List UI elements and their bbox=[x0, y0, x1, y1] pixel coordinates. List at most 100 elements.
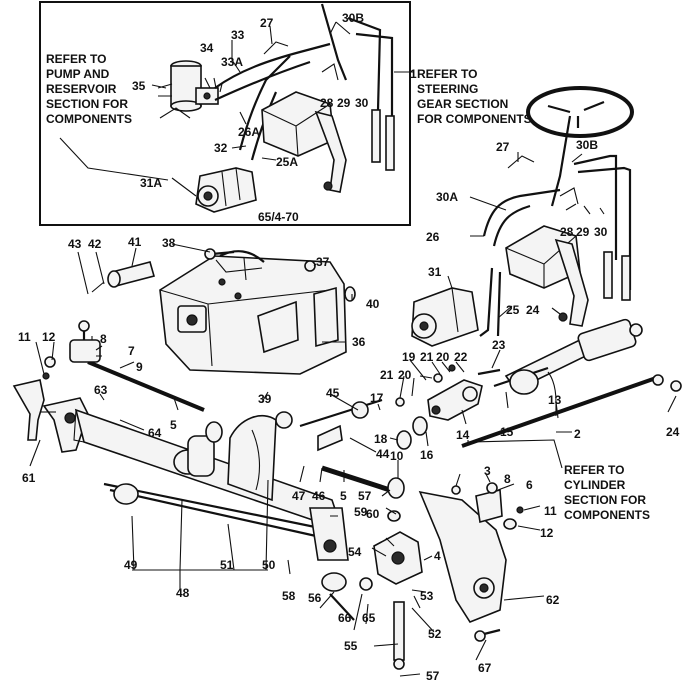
callout-15: 15 bbox=[500, 425, 514, 439]
inset-steering-gear bbox=[261, 91, 347, 193]
inset-bracket-28 bbox=[321, 63, 339, 81]
inset-note-gear-line-2: STEERING bbox=[417, 82, 478, 96]
callout-44: 44 bbox=[376, 447, 390, 461]
callout-36: 36 bbox=[352, 335, 366, 349]
callout-7: 7 bbox=[128, 344, 135, 358]
steering-arm-14 bbox=[427, 364, 501, 421]
rod-30-left bbox=[603, 251, 613, 299]
nut-21-lower bbox=[395, 397, 405, 407]
callout-30-inset: 30 bbox=[355, 96, 369, 110]
callout-25A: 25A bbox=[276, 155, 298, 169]
bushing-49 bbox=[113, 483, 139, 505]
pin-44-46 bbox=[275, 398, 391, 493]
callout-47: 47 bbox=[292, 489, 306, 503]
callout-64: 64 bbox=[148, 426, 162, 440]
callout-23: 23 bbox=[492, 338, 506, 352]
callout-33A: 33A bbox=[221, 55, 243, 69]
inset-note-gear-line-3: GEAR SECTION bbox=[417, 97, 508, 111]
callout-32: 32 bbox=[214, 141, 228, 155]
callout-53: 53 bbox=[420, 589, 434, 603]
steering-column bbox=[550, 115, 572, 207]
inset-bracket-27 bbox=[263, 41, 289, 55]
callout-25: 25 bbox=[506, 303, 520, 317]
cotter-20 bbox=[448, 364, 456, 372]
bushing-10 bbox=[387, 477, 405, 499]
callout-17: 17 bbox=[370, 391, 384, 405]
front-axle-48 bbox=[73, 408, 344, 538]
inset-steering-line-1 bbox=[347, 16, 382, 111]
callout-41: 41 bbox=[128, 235, 142, 249]
callout-19: 19 bbox=[402, 350, 416, 364]
inset-notes: REFER TO PUMP AND RESERVOIR SECTION FOR … bbox=[46, 52, 532, 224]
note-cylinder-line-3: SECTION FOR bbox=[564, 493, 646, 507]
callout-63: 63 bbox=[94, 383, 108, 397]
callout-leaders bbox=[29, 243, 677, 677]
washer-45 bbox=[351, 401, 369, 419]
callout-46: 46 bbox=[312, 489, 326, 503]
callout-27-inset: 27 bbox=[260, 16, 274, 30]
callout-34: 34 bbox=[200, 41, 214, 55]
callout-30: 30 bbox=[594, 225, 608, 239]
callout-65: 65 bbox=[362, 611, 376, 625]
callout-12-right: 12 bbox=[540, 526, 554, 540]
inset-note-gear-marker: 1 bbox=[410, 67, 417, 81]
inset-tube-26a bbox=[238, 55, 291, 151]
seal-56 bbox=[321, 572, 347, 592]
pitman-arm bbox=[554, 238, 589, 327]
callout-57-upper: 57 bbox=[358, 489, 372, 503]
callout-49: 49 bbox=[124, 558, 138, 572]
steering-leaders bbox=[447, 152, 605, 319]
power-cylinder-13 bbox=[493, 318, 643, 416]
inset-model-code: 65/4-70 bbox=[258, 210, 299, 224]
callout-33: 33 bbox=[231, 28, 245, 42]
washer-40 bbox=[344, 286, 356, 302]
callout-5-mid: 5 bbox=[340, 489, 347, 503]
callout-31: 31 bbox=[428, 265, 442, 279]
callout-2: 2 bbox=[574, 427, 581, 441]
inset-pump-31a bbox=[195, 167, 257, 213]
callout-31A: 31A bbox=[140, 176, 162, 190]
callout-52: 52 bbox=[428, 627, 442, 641]
bracket-28 bbox=[559, 187, 579, 205]
inset-panel bbox=[39, 1, 414, 226]
callout-39: 39 bbox=[258, 392, 272, 406]
callout-20-lower: 20 bbox=[398, 368, 412, 382]
tie-rod-2 bbox=[461, 376, 657, 448]
callout-56: 56 bbox=[308, 591, 322, 605]
inset-note-gear-line-1: REFER TO bbox=[417, 67, 477, 81]
inset-note-pump-line-3: RESERVOIR bbox=[46, 82, 117, 96]
steering-lines bbox=[573, 154, 632, 290]
callout-62: 62 bbox=[546, 593, 560, 607]
note-cylinder-line-4: COMPONENTS bbox=[564, 508, 650, 522]
tie-rod-9 bbox=[87, 360, 205, 412]
callout-30A: 30A bbox=[436, 190, 458, 204]
nut-12-right bbox=[503, 518, 517, 530]
callout-54: 54 bbox=[348, 545, 362, 559]
callout-42: 42 bbox=[88, 237, 102, 251]
inset-pump-reservoir bbox=[157, 60, 219, 119]
note-cylinder: REFER TO CYLINDER SECTION FOR COMPONENTS bbox=[564, 463, 650, 522]
callout-61: 61 bbox=[22, 471, 36, 485]
front-axle-support-36 bbox=[159, 250, 347, 375]
callout-4: 4 bbox=[434, 549, 441, 563]
nut-21 bbox=[433, 373, 443, 383]
steering-wheel bbox=[526, 86, 634, 138]
callout-20-upper: 20 bbox=[436, 350, 450, 364]
callout-55: 55 bbox=[344, 639, 358, 653]
callout-59: 59 bbox=[354, 505, 368, 519]
bolt-23 bbox=[477, 368, 501, 376]
callout-11-right: 11 bbox=[544, 504, 557, 518]
callout-10: 10 bbox=[390, 449, 404, 463]
callout-22: 22 bbox=[454, 350, 468, 364]
hose-26 bbox=[482, 188, 561, 237]
nut-65 bbox=[359, 577, 373, 591]
callout-29-inset: 29 bbox=[337, 96, 351, 110]
callout-8-left: 8 bbox=[100, 332, 107, 346]
cotter-11-right bbox=[516, 506, 524, 514]
callout-14: 14 bbox=[456, 428, 470, 442]
callout-numbers: 27 30B 33 33A 34 35 28 29 30 26A 32 25A … bbox=[18, 11, 680, 683]
callout-50: 50 bbox=[262, 558, 276, 572]
hose-25 bbox=[479, 267, 494, 337]
